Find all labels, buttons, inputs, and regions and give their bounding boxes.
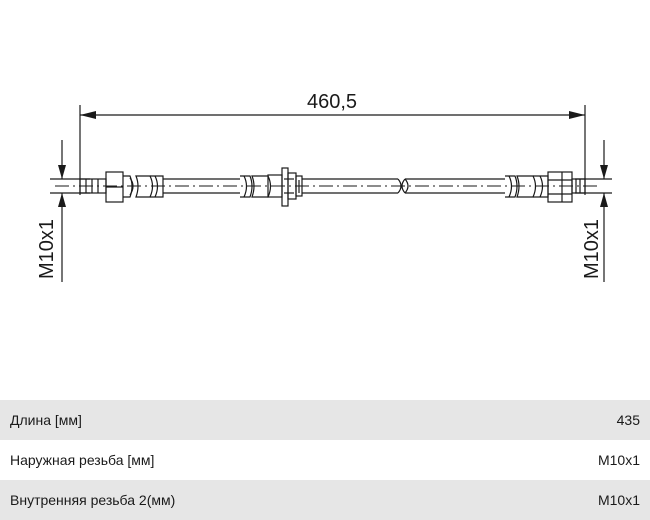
hose-segment-middle [302, 178, 505, 194]
spec-label-length: Длина [мм] [10, 412, 82, 428]
brake-hose-drawing: 460,5 M10x1 M10x1 [36, 91, 612, 282]
spec-row-length: Длина [мм] 435 [0, 400, 650, 440]
spec-label-internal-thread: Внутренняя резьба 2(мм) [10, 492, 176, 508]
spec-value-internal-thread: M10x1 [597, 492, 640, 508]
hose-segment-left [163, 178, 240, 194]
spec-value-external-thread: M10x1 [597, 452, 640, 468]
left-male-fitting [79, 171, 164, 203]
right-thread-label: M10x1 [581, 219, 603, 279]
spec-row-external-thread: Наружная резьба [мм] M10x1 [0, 440, 650, 480]
right-female-fitting [505, 171, 586, 203]
length-dimension-line [80, 111, 585, 119]
spec-label-external-thread: Наружная резьба [мм] [10, 452, 155, 468]
overall-length-label: 460,5 [307, 91, 357, 113]
middle-bracket-fitting [240, 167, 303, 207]
spec-value-length: 435 [616, 412, 640, 428]
spec-row-internal-thread: Внутренняя резьба 2(мм) M10x1 [0, 480, 650, 520]
specifications-table: Длина [мм] 435 Наружная резьба [мм] M10x… [0, 400, 650, 520]
left-thread-label: M10x1 [36, 219, 58, 279]
